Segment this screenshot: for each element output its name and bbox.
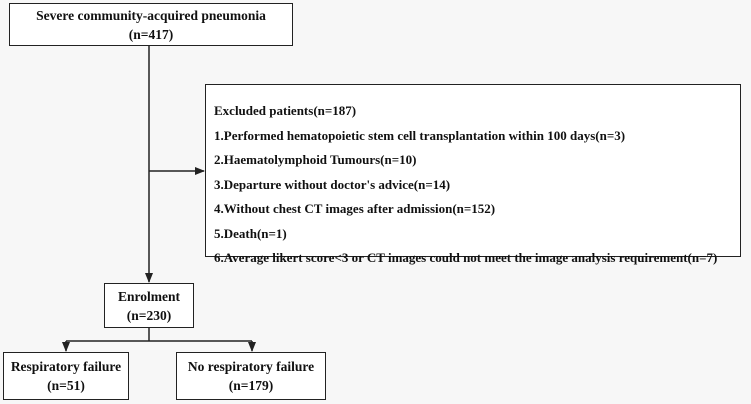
enrolment-box: Enrolment (n=230) [104, 283, 194, 328]
excluded-item: 5.Death(n=1) [214, 225, 287, 241]
no-respiratory-failure-box: No respiratory failure (n=179) [176, 352, 326, 400]
excluded-item: 2.Haematolymphoid Tumours(n=10) [214, 152, 417, 167]
no-respiratory-failure-label: No respiratory failure [187, 359, 315, 374]
excluded-item: 3.Departure without doctor's advice(n=14… [214, 176, 451, 192]
excluded-item: 4.Without chest CT images after admissio… [214, 201, 496, 216]
enrolment-label: Enrolment [117, 288, 180, 304]
respiratory-failure-label: Respiratory failure [10, 359, 122, 374]
excluded-item: 1.Performed hematopoietic stem cell tran… [214, 127, 626, 143]
severe-cap-count: (n=417) [128, 26, 174, 42]
respiratory-failure-count: (n=51) [47, 378, 85, 393]
excluded-title: Excluded patients(n=187) [214, 103, 357, 118]
severe-cap-box: Severe community-acquired pneumonia (n=4… [9, 3, 293, 46]
excluded-patients-box: Excluded patients(n=187) 1.Performed hem… [205, 84, 741, 265]
enrolment-count: (n=230) [126, 307, 172, 323]
respiratory-failure-box: Respiratory failure (n=51) [3, 352, 129, 400]
excluded-item: 6.Average likert score<3 or CT images co… [214, 250, 718, 265]
severe-cap-label: Severe community-acquired pneumonia [36, 7, 266, 23]
no-respiratory-failure-count: (n=179) [228, 378, 274, 393]
